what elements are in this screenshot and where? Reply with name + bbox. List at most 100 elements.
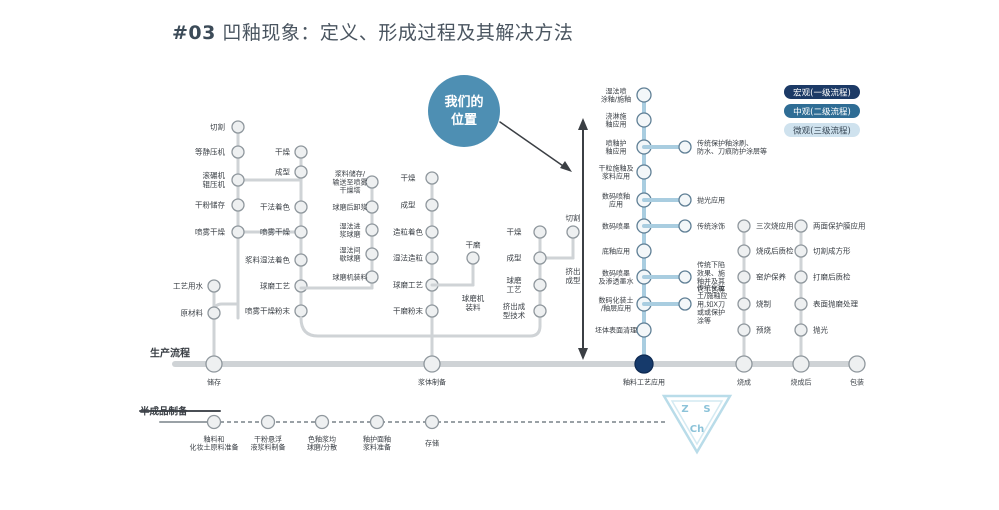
storage-left-node [207,306,221,320]
title-number: #03 [172,22,216,44]
post-label: 切割成方形 [813,246,851,256]
semi-station [424,414,440,430]
arrow-head-down [578,348,588,360]
storage-right-node [294,145,308,159]
mid3-side-label: 切割 [566,213,581,223]
main-station-current [634,354,654,374]
glaze-label: 数码喷墨 [602,221,630,230]
glaze-label: 干粒施釉及浆料应用 [599,163,634,180]
mid2-node [425,225,439,239]
storage-left-node [231,145,245,159]
main-station [792,355,810,373]
main-station-label: 储存 [207,377,221,386]
main-station [848,355,866,373]
glaze-label: 数码喷釉应用 [602,191,630,208]
mid3-side-node [566,225,580,239]
mid3-label: 球磨工艺 [507,275,522,294]
storage-right-label: 浆料湿法着色 [245,255,290,265]
main-line-label: 生产流程 [150,347,190,360]
bubble-line1: 我们的 [444,94,483,110]
glaze-node [636,164,652,180]
glaze-label: 湿法喷涂釉/施釉 [601,86,631,103]
post-label: 抛光 [813,325,828,335]
post-label: 两面保护膜应用 [813,221,866,231]
storage-left-label: 工艺用水 [173,281,203,291]
mid1-label: 湿法间歇球磨 [340,245,361,262]
legend-pill [784,123,860,137]
glaze-side-node [678,270,692,284]
storage-left-node [231,120,245,134]
post-label: 打磨后质检 [813,272,851,282]
storage-left-label: 干粉储存 [195,200,225,210]
glaze-label: 底釉应用 [602,246,630,255]
storage-right-node [294,253,308,267]
glaze-side-label: 传统涂饰 [697,221,725,230]
glaze-label: 数码喷墨及渗透墨水 [599,268,634,285]
bubble-line2: 位置 [451,112,477,128]
post-node [794,244,808,258]
mid2-label: 湿法造粒 [393,253,423,263]
storage-left-node [231,225,245,239]
mid2-label: 成型 [401,200,416,210]
mid1-node [365,200,379,214]
logo-letter: Z [681,404,688,415]
storage-left-label: 等静压机 [195,147,225,157]
post-node [794,219,808,233]
arrow-head-up [578,118,588,130]
mid1-node [365,175,379,189]
storage-right-label: 喷雾干燥 [260,227,290,237]
semi-station [314,414,330,430]
semi-station-label: 色釉浆均球磨/分散 [307,434,337,451]
storage-left-node [231,198,245,212]
page-title: #03 凹釉现象：定义、形成过程及其解决方法 [172,18,573,45]
mid1-label: 球磨机装料 [333,272,368,281]
logo-triangle-inner [670,400,724,446]
glaze-side-label: 传统化妆土/施釉应用,如X刀或或保护涂等 [697,283,727,325]
logo-letter: Ch [690,424,704,435]
kiln-node [737,323,751,337]
mid1-label: 球磨后卸浆 [333,202,368,211]
mid2-label: 造粒着色 [393,227,423,237]
semi-station [369,414,385,430]
glaze-side-node [678,193,692,207]
storage-right-node [294,200,308,214]
glaze-label: 喷釉护釉应用 [606,138,627,155]
legend-label: 宏观(一级流程) [793,88,851,99]
legend-label: 微观(三级流程) [793,126,851,137]
connector-line [299,316,542,338]
semi-station-label: 釉护面釉浆料准备 [363,434,391,451]
mid2-side-node [466,251,480,265]
kiln-label: 烧成后质检 [756,246,794,256]
glaze-side-node [678,140,692,154]
main-station [205,355,223,373]
storage-left-label: 滚碾机辊压机 [203,170,226,189]
legend-label: 中观(二级流程) [793,107,851,118]
mid2-label: 干磨粉末 [393,306,423,316]
mid2-side-label: 球磨机装料 [462,293,485,312]
storage-left-label: 喷雾干燥 [195,227,225,237]
bubble-pointer-head [560,161,572,172]
storage-left-label: 原材料 [181,308,204,318]
glaze-side-label: 传统保护釉涂刷、防水、刀痕防护涂层等 [697,138,767,155]
storage-right-label: 喷雾干燥粉末 [245,306,290,316]
glaze-node [636,243,652,259]
mid3-label: 成型 [507,253,522,263]
position-bubble [428,75,500,147]
glaze-node [636,322,652,338]
glaze-side-label: 传统下陷效果、施釉并及其它工艺等 [697,260,725,294]
main-station [423,355,441,373]
main-station [735,355,753,373]
semi-line-label: 半成品制备 [140,405,188,417]
mid3-label: 挤出成型技术 [503,301,526,320]
glaze-node [636,112,652,128]
kiln-label: 三次烧应用 [756,221,794,231]
mid2-label: 干燥 [401,174,416,183]
kiln-node [737,244,751,258]
main-station-label: 烧成后 [791,377,812,386]
storage-right-label: 干法着色 [260,202,290,212]
semi-station-label: 干粉悬浮液浆料制备 [251,434,286,451]
mid3-label: 干燥 [507,228,522,237]
semi-station [260,414,276,430]
semi-station-label: 存储 [425,438,439,447]
